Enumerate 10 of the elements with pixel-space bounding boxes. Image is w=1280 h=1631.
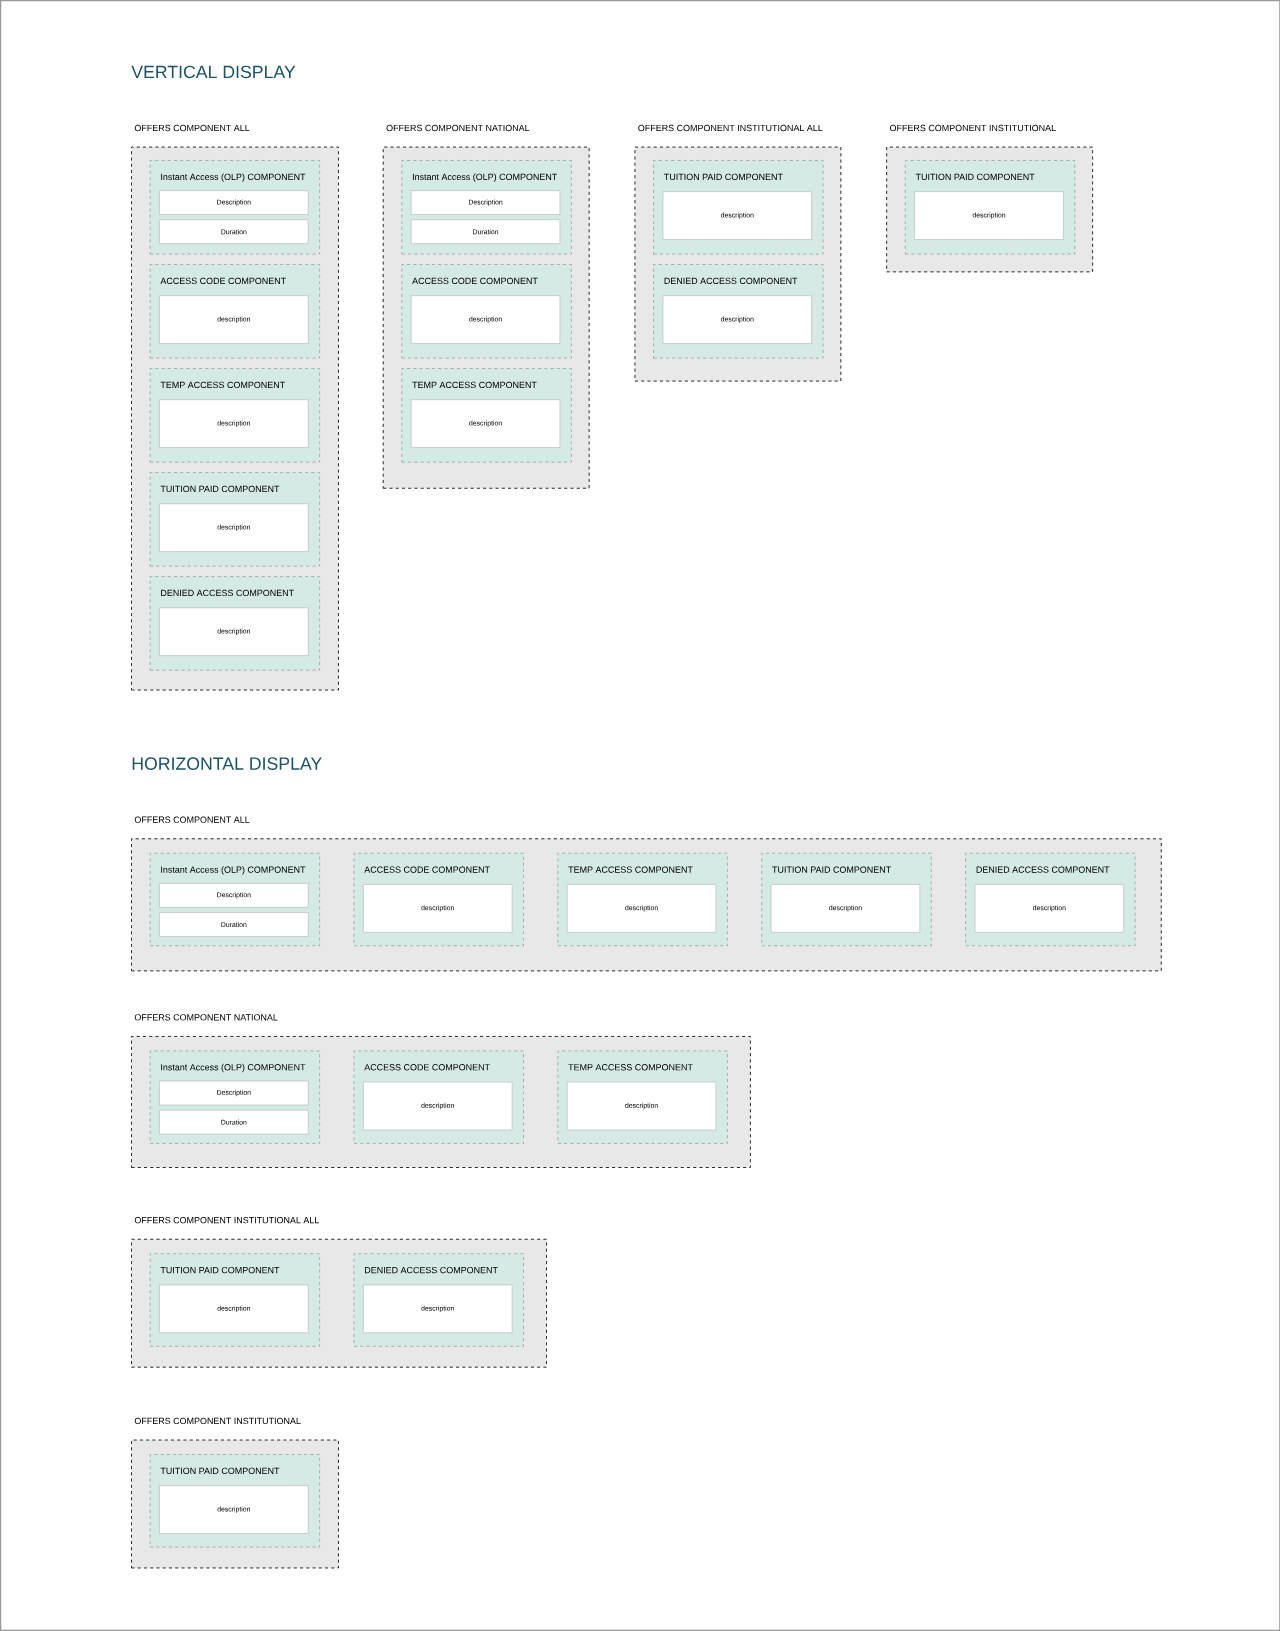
group-heading: OFFERS COMPONENT ALL: [134, 816, 250, 823]
section-title: HORIZONTAL DISPLAY: [132, 757, 322, 770]
section-title: VERTICAL DISPLAY: [131, 65, 296, 79]
group-heading: OFFERS COMPONENT NATIONAL: [134, 1014, 278, 1021]
group-heading: OFFERS COMPONENT INSTITUTIONAL ALL: [134, 1217, 319, 1224]
group-heading: OFFERS COMPONENT INSTITUTIONAL: [889, 124, 1056, 132]
group-heading: OFFERS COMPONENT ALL: [134, 124, 250, 132]
group-heading: OFFERS COMPONENT NATIONAL: [386, 124, 530, 132]
group-heading: OFFERS COMPONENT INSTITUTIONAL ALL: [638, 124, 823, 132]
group-heading: OFFERS COMPONENT INSTITUTIONAL: [134, 1417, 301, 1425]
